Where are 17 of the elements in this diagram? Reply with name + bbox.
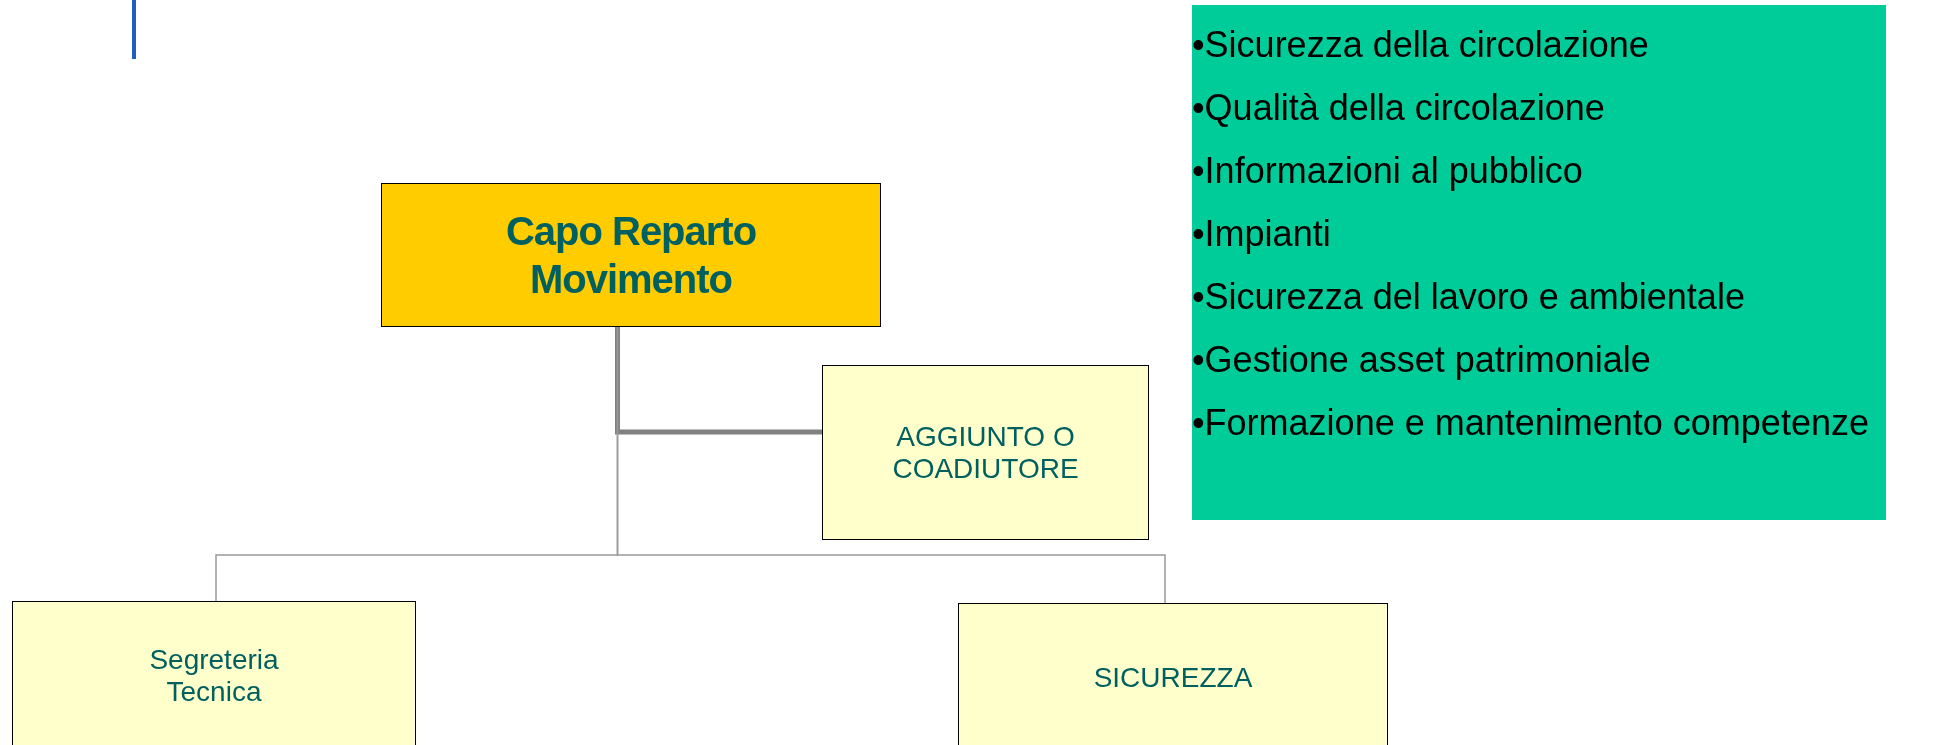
duty-item: •Formazione e mantenimento competenze [1192,401,1869,445]
duty-item: •Qualità della circolazione [1192,86,1605,130]
box-label: AGGIUNTO O COADIUTORE [891,420,1080,485]
duty-item: •Sicurezza della circolazione [1192,23,1649,67]
box-label: Segreteria Tecnica [148,644,280,708]
duty-item: •Informazioni al pubblico [1192,149,1583,193]
role-box [822,365,1149,540]
duty-item: •Sicurezza del lavoro e ambientale [1192,275,1745,319]
duty-item: •Impianti [1192,212,1331,256]
title-text: Capo Reparto Movimento [504,208,758,303]
box-label: SICUREZZA [1093,662,1253,694]
title-box [381,183,881,327]
connector-line [615,327,822,435]
duties-panel [1192,5,1886,520]
duty-item: •Gestione asset patrimoniale [1192,338,1651,382]
unit-box [12,601,416,745]
unit-box [958,603,1388,745]
